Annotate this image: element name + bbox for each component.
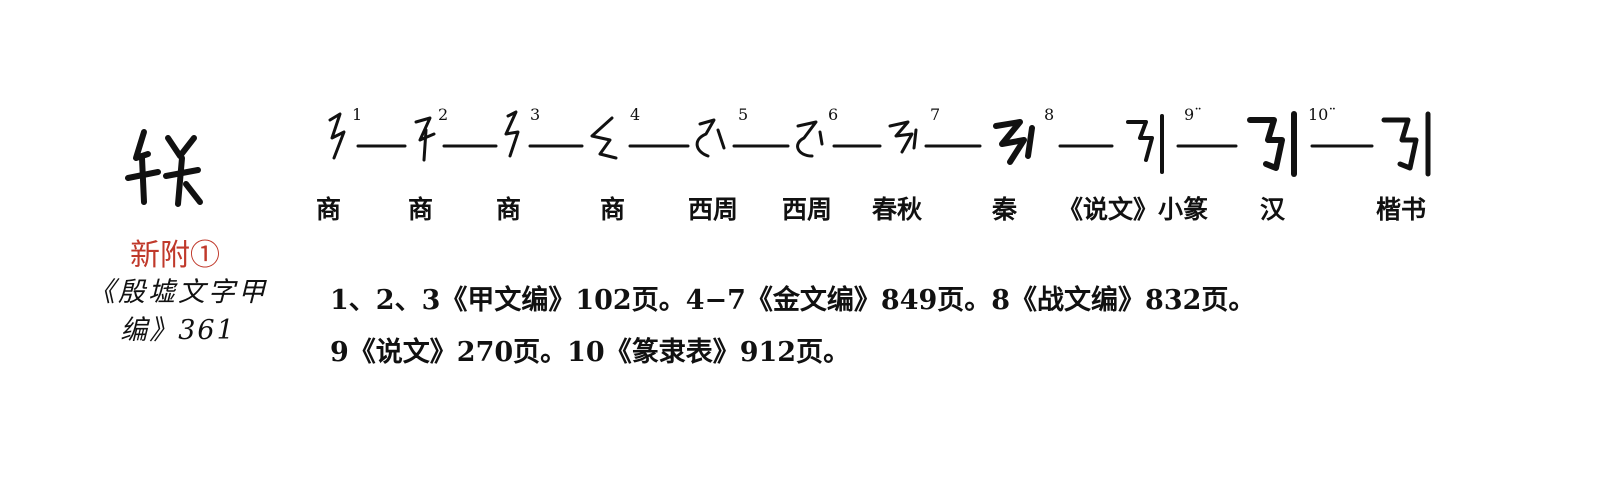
- form-number-4: 4: [630, 105, 640, 124]
- glyph-form-2: [414, 116, 436, 162]
- era-label-4: 商: [600, 195, 626, 224]
- form-number-5: 5: [738, 105, 748, 124]
- annex-label: 新附①: [130, 238, 220, 273]
- source-citation-line-2: 编》361: [120, 315, 236, 346]
- form-number-2: 2: [438, 105, 448, 124]
- form-number-3: 3: [530, 105, 540, 124]
- era-label-6: 西周: [782, 195, 833, 224]
- form-number-8: 8: [1044, 105, 1054, 124]
- form-number-1: 1: [352, 105, 362, 124]
- glyph-form-3: [504, 110, 520, 158]
- form-number-7: 7: [930, 105, 940, 124]
- era-label-5: 西周: [688, 195, 739, 224]
- era-label-11: 楷书: [1376, 195, 1427, 224]
- era-label-9: 《说文》小篆: [1058, 195, 1209, 224]
- glyph-form-11: [1381, 111, 1431, 177]
- era-label-3: 商: [496, 195, 522, 224]
- era-label-8: 秦: [992, 195, 1018, 224]
- glyph-form-1: [328, 112, 346, 160]
- source-citation-line-1: 《殷墟文字甲: [88, 277, 268, 308]
- form-number-9: 9¨: [1184, 105, 1202, 124]
- form-number-6: 6: [828, 105, 838, 124]
- source-note-line-1: 1、2、3《甲文编》102页。4−7《金文编》849页。8《战文编》832页。: [330, 285, 1256, 316]
- glyph-form-4: [590, 116, 618, 160]
- glyph-form-6: [796, 120, 824, 158]
- glyph-form-8: [993, 119, 1035, 165]
- glyph-form-7: [888, 120, 918, 154]
- era-label-7: 春秋: [872, 195, 923, 224]
- glyph-evolution-chain: 1 2 3 4 5 6 7 8 9¨ 10¨: [328, 105, 1431, 177]
- era-label-10: 汉: [1260, 195, 1286, 224]
- era-label-1: 商: [316, 195, 342, 224]
- glyph-form-9: [1126, 114, 1164, 174]
- era-label-2: 商: [408, 195, 434, 224]
- source-note-line-2: 9《说文》270页。10《篆隶表》912页。: [330, 337, 851, 368]
- oracle-bone-glyph: [125, 129, 203, 207]
- glyph-form-5: [695, 118, 726, 158]
- form-number-10: 10¨: [1308, 105, 1336, 124]
- glyph-form-10: [1247, 111, 1297, 177]
